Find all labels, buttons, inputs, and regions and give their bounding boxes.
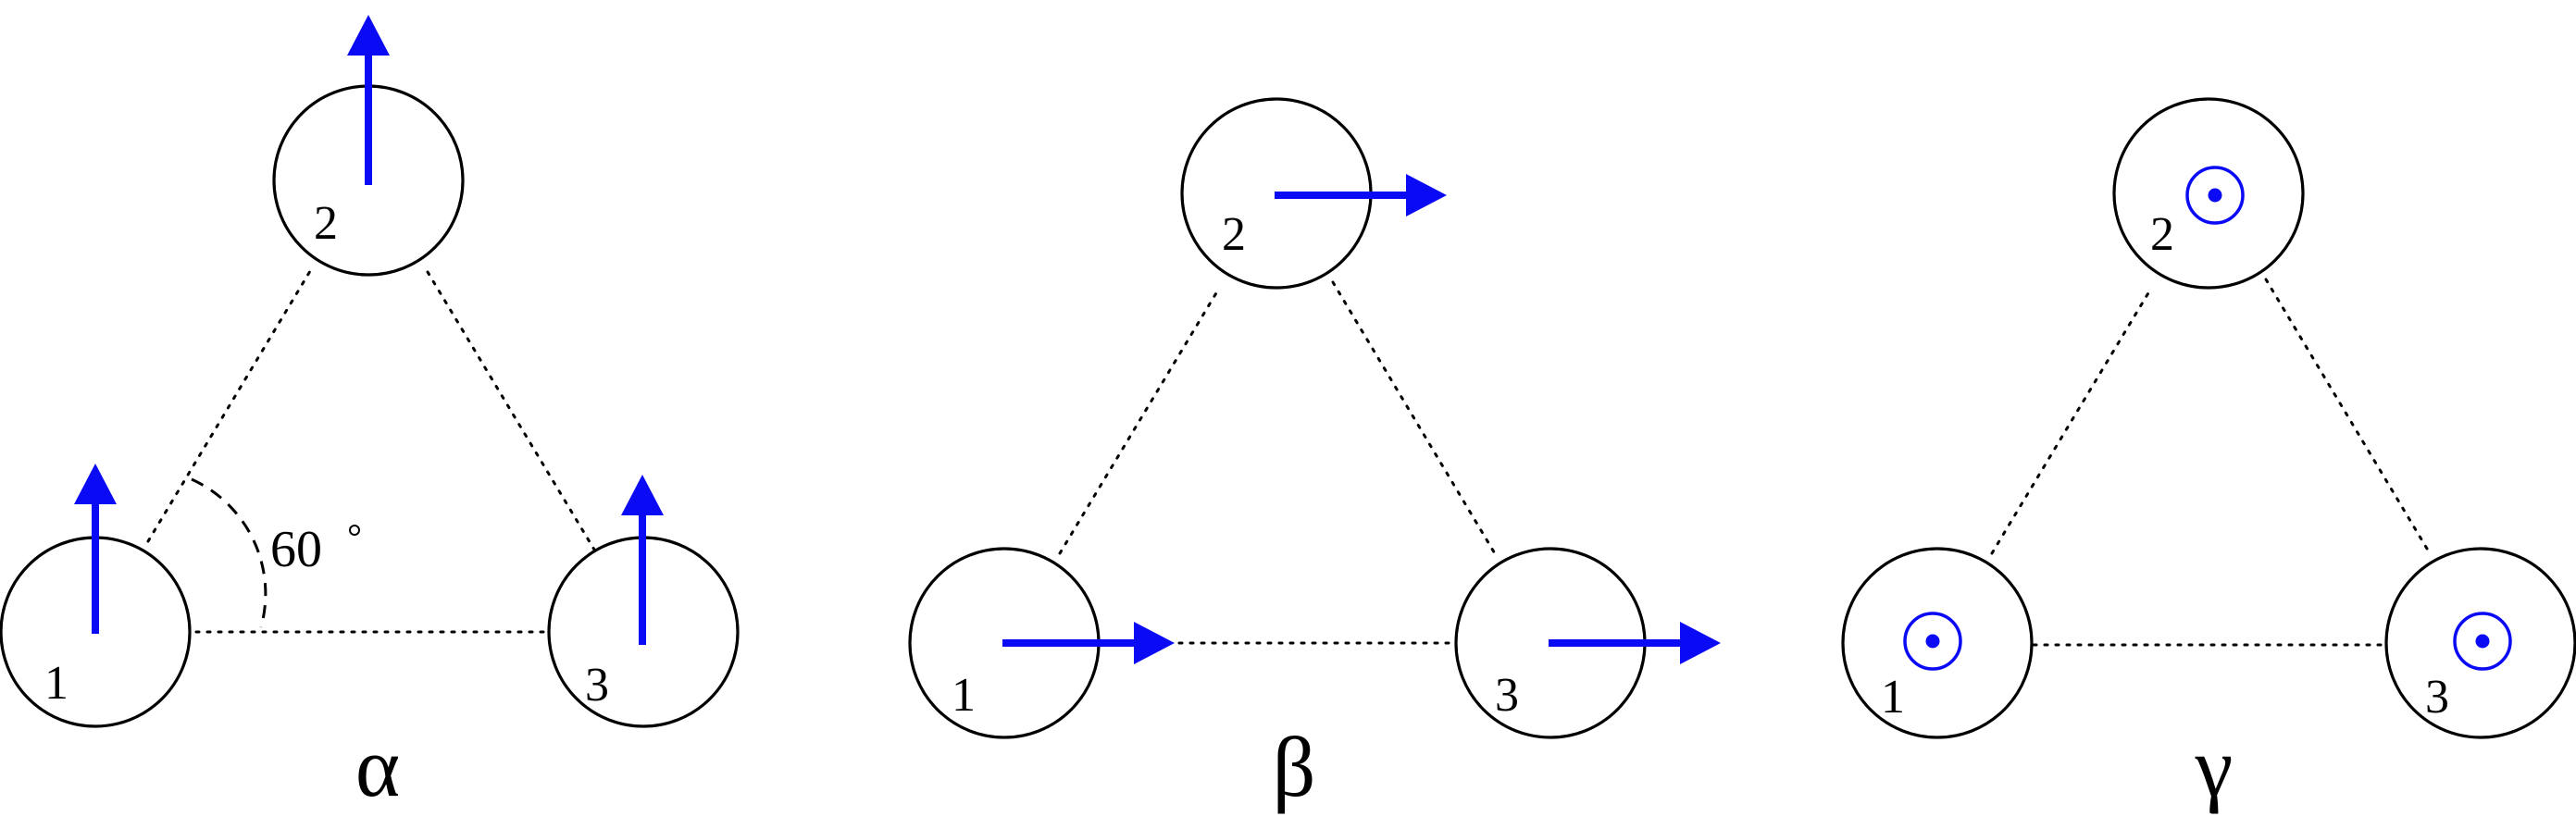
spin-out-of-page-icon [2453, 612, 2512, 671]
spin-out-of-page-icon [1903, 612, 1962, 671]
atom-2-label: 2 [314, 197, 338, 250]
panel-gamma: 1 2 3 γ [1841, 97, 2576, 814]
atom-1-label: 1 [1881, 671, 1905, 724]
bond-2-3 [2264, 278, 2432, 555]
bond-2-3 [1331, 280, 1498, 557]
atom-3-label: 3 [585, 659, 609, 711]
panel-label-alpha: α [355, 720, 400, 814]
degree-mark [349, 525, 360, 536]
panel-label-gamma: γ [2195, 720, 2234, 814]
bond-1-2 [1058, 285, 1222, 555]
atom-3-label: 3 [1495, 669, 1519, 722]
bond-1-2 [1990, 285, 2154, 555]
angle-label: 60 [270, 521, 322, 578]
atom-1-label: 1 [44, 657, 68, 710]
panel-beta: 1 2 3 β [908, 97, 1721, 814]
bond-2-3 [426, 270, 596, 551]
atom-2-label: 2 [2150, 208, 2174, 261]
atom-1-label: 1 [952, 669, 976, 722]
atom-3-label: 3 [2425, 671, 2449, 724]
spin-out-of-page-icon [2185, 166, 2245, 225]
panel-label-beta: β [1273, 720, 1316, 814]
panel-alpha: 60 1 2 3 α [0, 15, 740, 814]
atom-2-label: 2 [1222, 208, 1246, 261]
bond-1-2 [146, 265, 315, 543]
angle-arc [191, 477, 268, 628]
